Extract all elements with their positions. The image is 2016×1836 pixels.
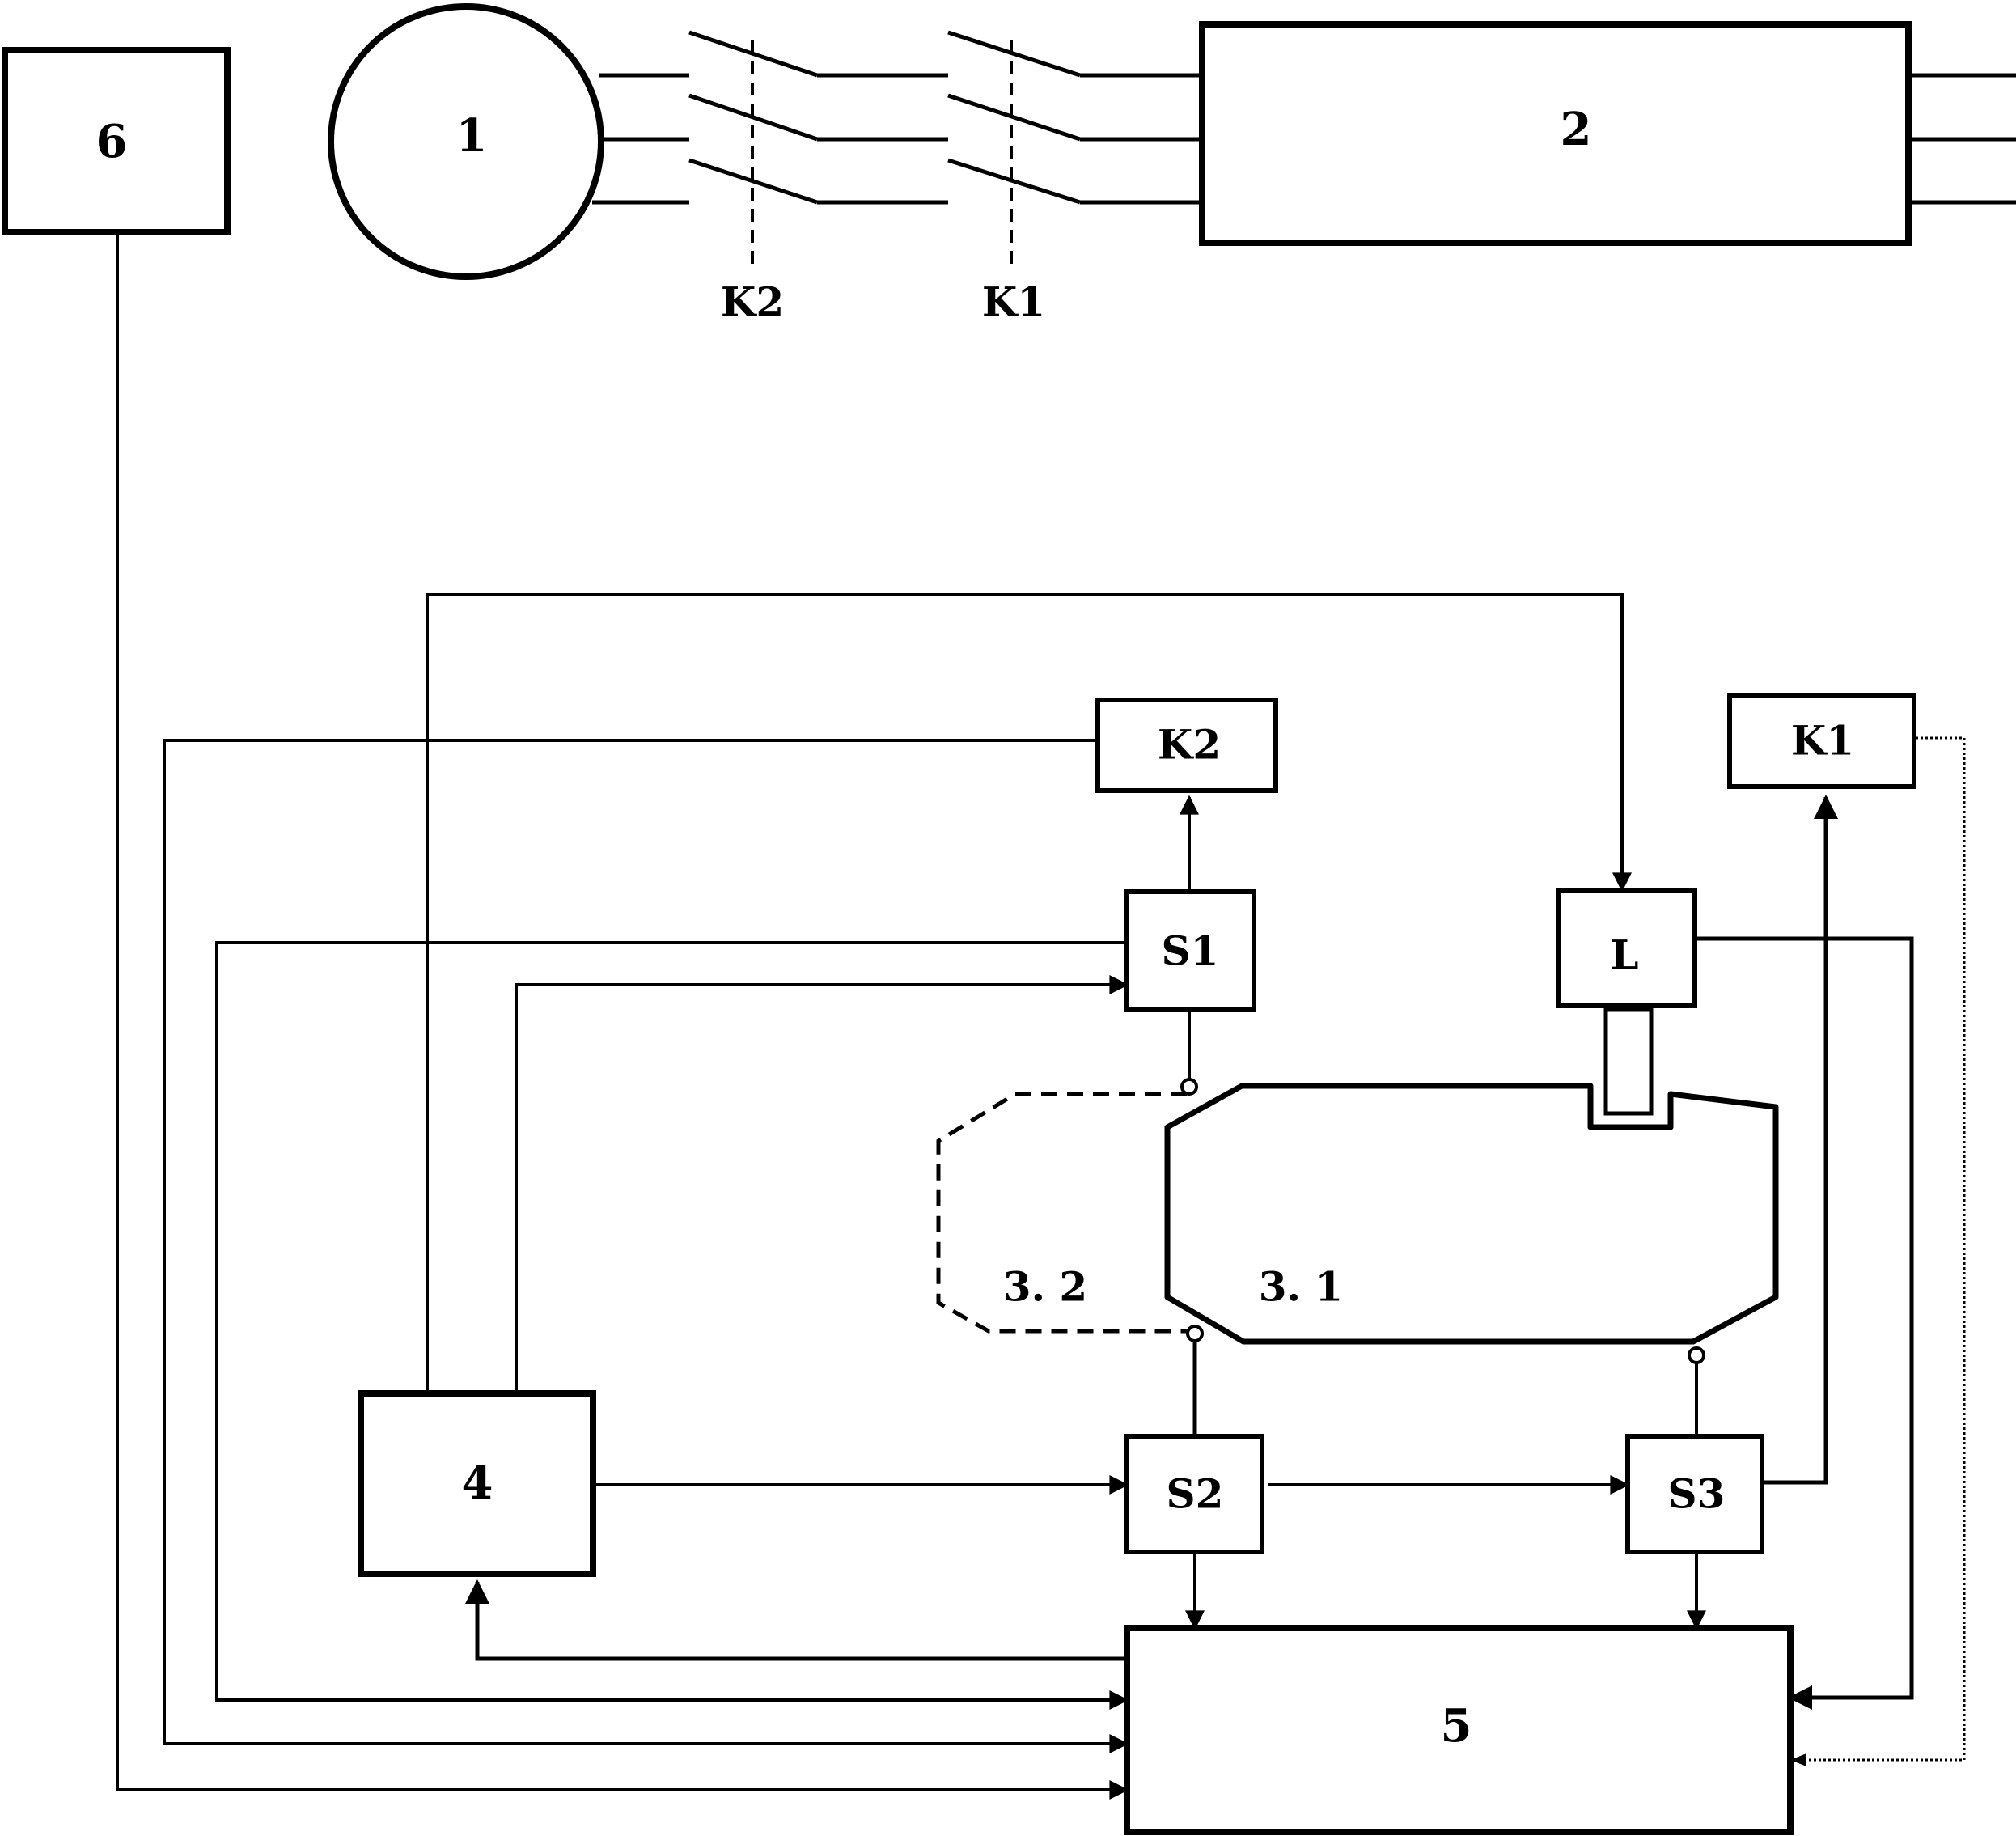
door-open-outline: 3. 1 3. 2 [936,1092,1187,1334]
contactor-k1-label: K1 [982,278,1045,326]
box-5-label: 5 [1441,1699,1472,1753]
wire-s1-to-5 [215,941,1129,1710]
lock-l-label: L [1610,931,1638,979]
motor-1: 1 [328,3,604,280]
wire-k1-to-5 [1790,736,1966,1762]
sensor-s1-label: S1 [1162,927,1219,975]
lock-l: L [1556,888,1697,1008]
sensor-s3-label: S3 [1668,1470,1726,1518]
pivot-s3 [1688,1346,1705,1364]
pivot-s1 [1180,1078,1198,1096]
relay-k2: K2 [1095,698,1278,793]
sensor-s1: S1 [1124,889,1256,1012]
relay-k1-label: K1 [1791,717,1854,765]
box-4-label: 4 [462,1457,493,1510]
box-5: 5 [1124,1625,1794,1835]
door-closed-outline: 3. 1 [1164,1083,1779,1345]
supply-leads [1908,73,2016,205]
box-2-label: 2 [1561,103,1592,156]
sensor-s3: S3 [1625,1434,1764,1554]
contactor-k2-label: K2 [721,278,784,326]
sensor-s2: S2 [1124,1434,1264,1554]
wire-4-to-l [426,593,1632,1393]
box-6: 6 [2,47,231,235]
box-2: 2 [1199,21,1912,246]
relay-k2-label: K2 [1158,721,1221,769]
wire-5-to-4 [465,1579,1127,1661]
wire-l-to-5 [1695,936,1914,1710]
door-3-2-label: 3. 2 [1003,1263,1087,1311]
door-3-1-label: 3. 1 [1259,1263,1343,1311]
box-6-label: 6 [96,115,128,168]
wire-6-to-5 [116,232,1129,1800]
wire-4-to-s1 [515,975,1129,1393]
motor-1-label: 1 [456,109,488,163]
lock-plunger [1603,1007,1654,1116]
box-4: 4 [358,1390,596,1577]
wire-k2-to-5 [163,739,1129,1753]
pivot-s2 [1186,1325,1204,1342]
motor-leads [592,73,689,205]
wire-s3-to-k1 [1762,795,1838,1485]
contactor-k1: K1 [947,30,1202,326]
arrowhead-k1-to-5 [1790,1753,1806,1766]
contactor-k2: K2 [688,30,948,326]
sensor-s2-label: S2 [1167,1470,1224,1518]
relay-k1: K1 [1727,693,1916,789]
